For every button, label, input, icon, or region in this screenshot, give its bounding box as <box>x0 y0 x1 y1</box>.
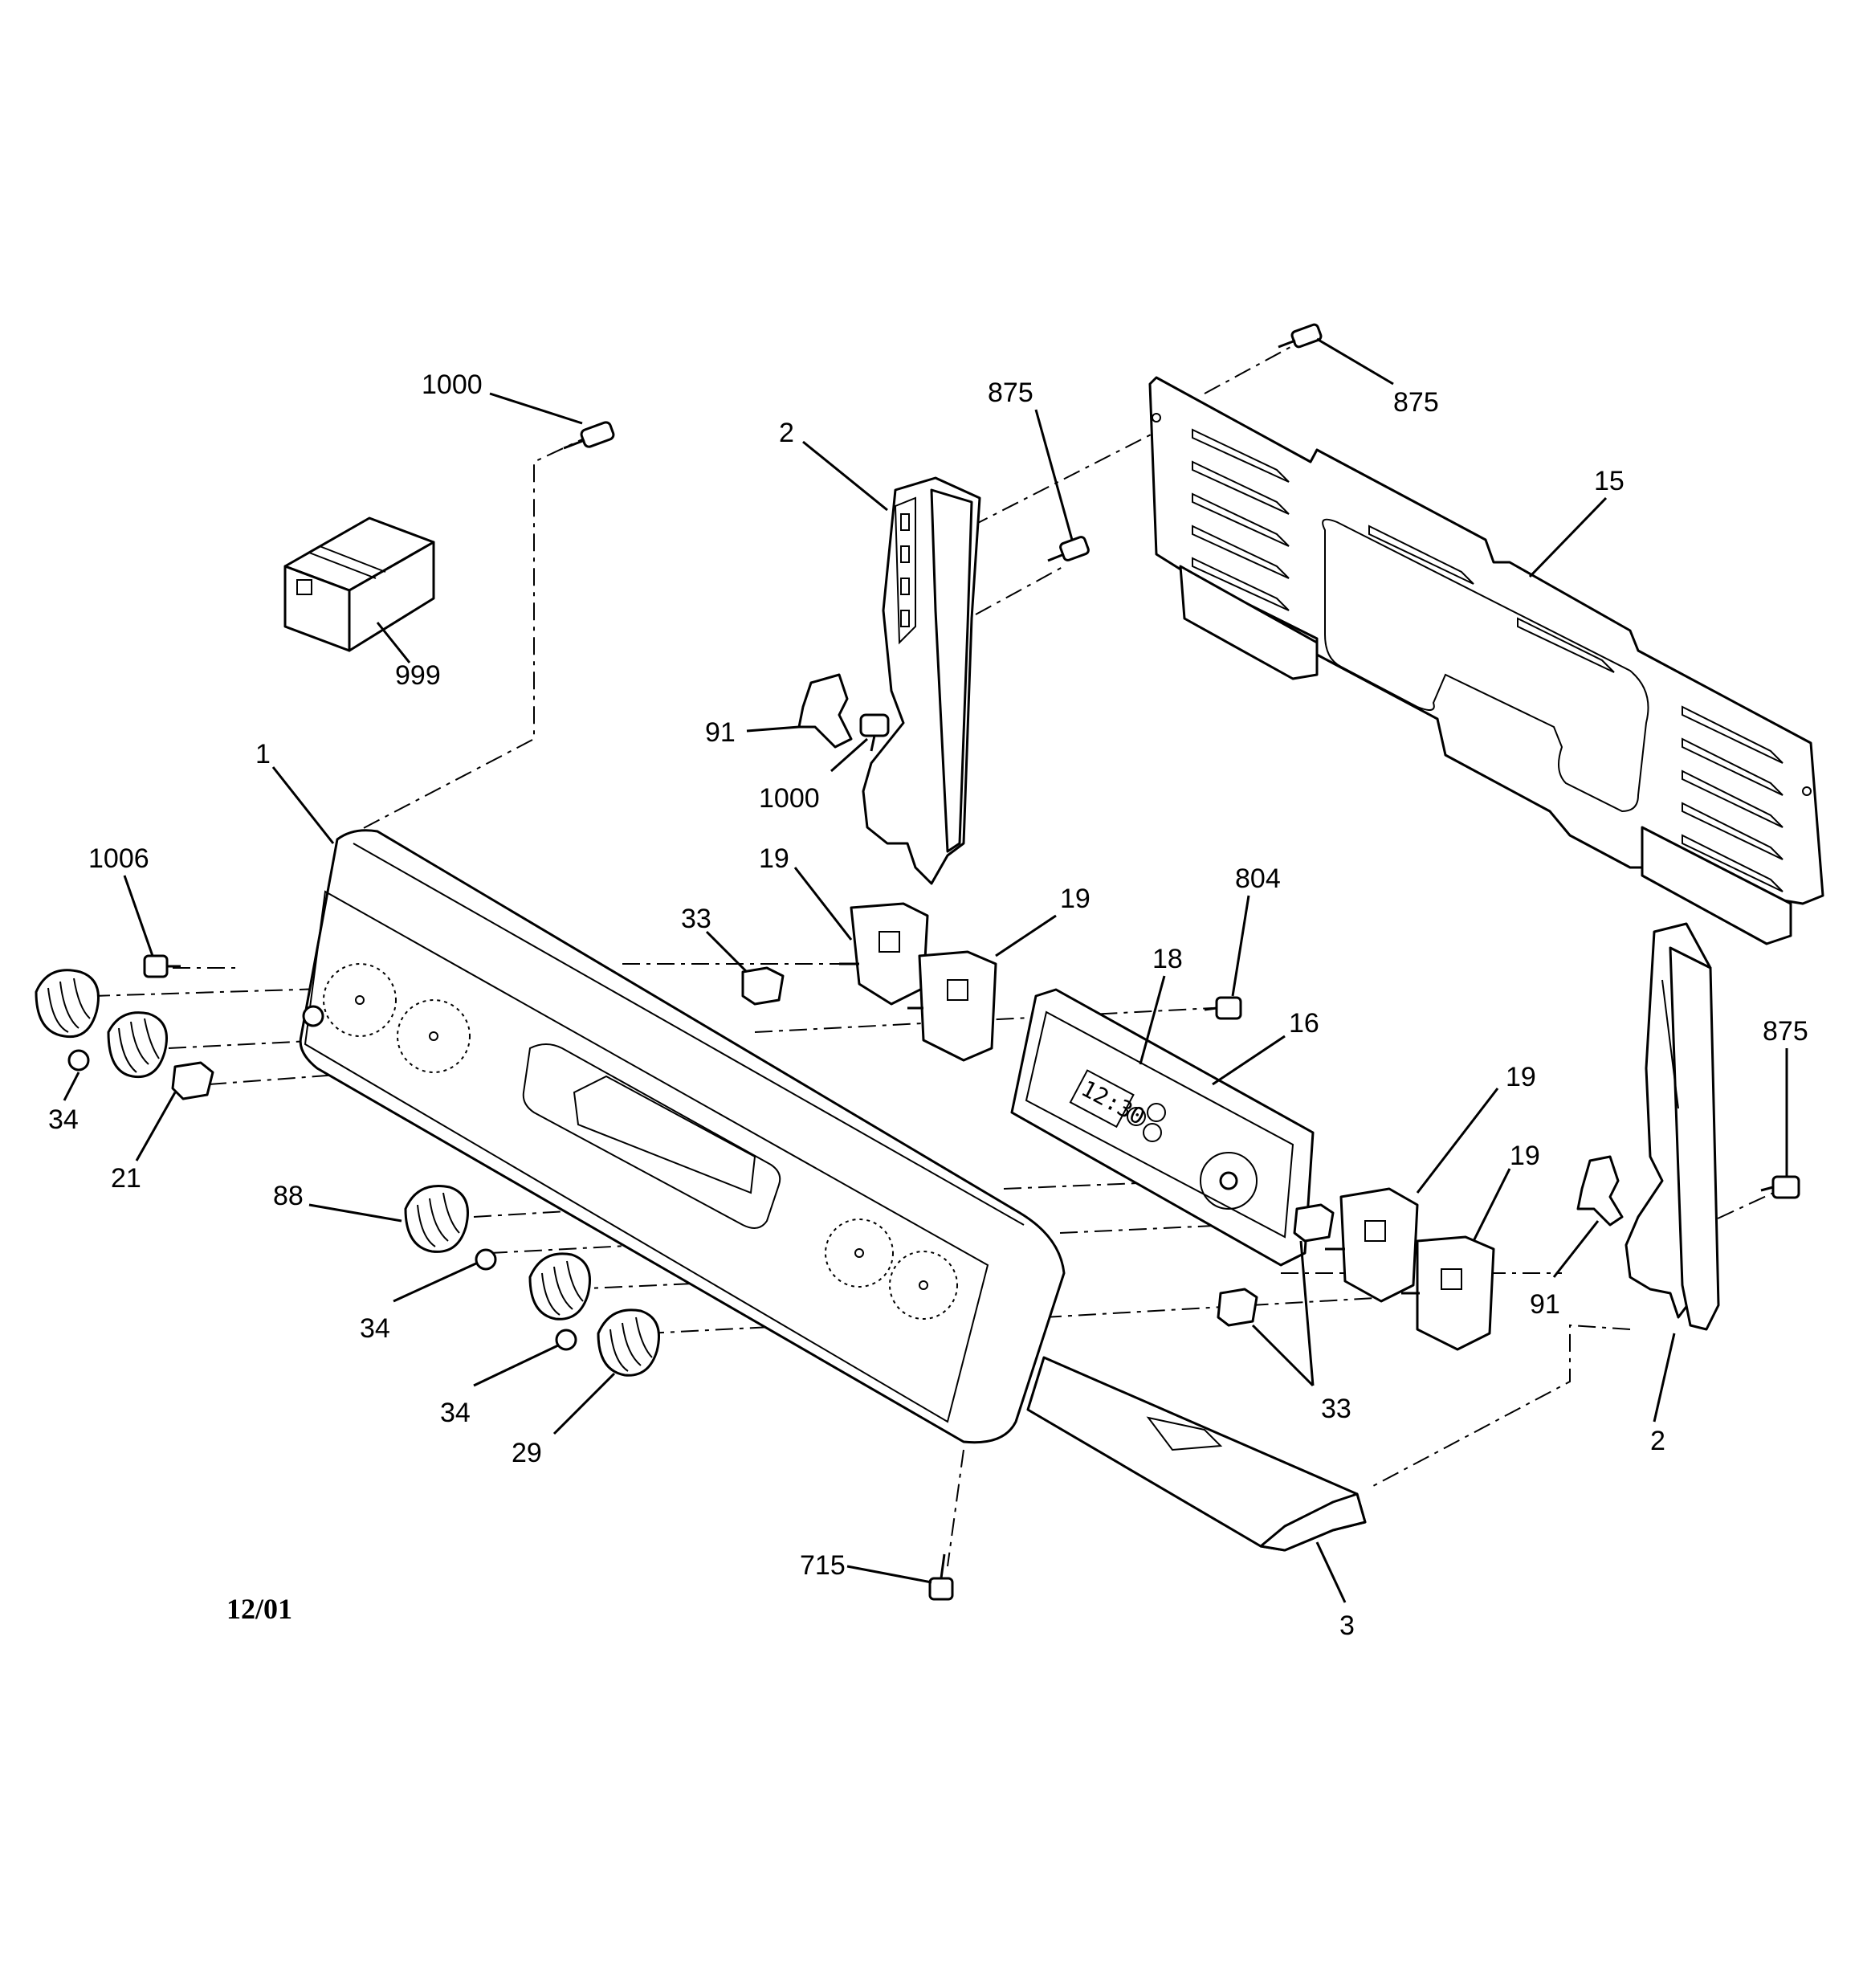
side-bracket-2-lower <box>1625 922 1720 1331</box>
callout-19: 19 <box>1060 884 1090 914</box>
clip-91-upper <box>797 673 853 749</box>
clip-33-b <box>1293 1203 1335 1243</box>
clip-91-lower <box>1576 1155 1624 1227</box>
screw-804 <box>1204 996 1242 1020</box>
callout-3: 3 <box>1339 1610 1355 1641</box>
callout-33: 33 <box>1321 1394 1351 1424</box>
callout-21: 21 <box>111 1163 141 1194</box>
callout-34: 34 <box>360 1313 390 1344</box>
clip-33-c <box>1217 1288 1258 1327</box>
switch-19-b <box>907 950 997 1062</box>
screw-875-mid <box>1047 536 1090 562</box>
callout-91: 91 <box>1530 1289 1560 1320</box>
callout-15: 15 <box>1594 466 1625 496</box>
leader-lines <box>63 337 1788 1603</box>
callout-875: 875 <box>988 378 1033 408</box>
callout-16: 16 <box>1289 1008 1319 1039</box>
callout-19: 19 <box>1510 1141 1540 1171</box>
callout-91: 91 <box>705 717 736 748</box>
screw-1000-mid <box>859 713 890 752</box>
callout-999: 999 <box>395 660 441 691</box>
rear-panel-vents <box>1192 428 1784 892</box>
callout-labels: 1000 999 1 1006 34 21 88 34 34 29 715 3 … <box>48 369 1808 1641</box>
carton-999 <box>283 516 435 652</box>
callout-1000: 1000 <box>759 783 820 814</box>
switch-19-d <box>1401 1235 1495 1351</box>
knob-center-lower <box>528 1252 591 1321</box>
callout-2: 2 <box>779 418 794 448</box>
callout-804: 804 <box>1235 863 1281 894</box>
callout-34: 34 <box>48 1104 79 1135</box>
callout-19: 19 <box>1506 1062 1536 1092</box>
callout-1: 1 <box>255 739 271 769</box>
callout-88: 88 <box>273 1181 304 1211</box>
rear-panel-15 <box>1148 376 1824 945</box>
dial-markings <box>323 963 958 1320</box>
nut-34-a <box>67 1049 90 1072</box>
screw-875-upper <box>1278 323 1323 349</box>
display-board-16: 12:30 <box>1010 988 1315 1267</box>
callout-1006: 1006 <box>88 843 149 874</box>
callout-875: 875 <box>1393 387 1439 418</box>
screw-715 <box>928 1553 954 1601</box>
control-panel-1 <box>299 829 1066 1444</box>
nut-34-c <box>555 1329 577 1351</box>
switch-19-a <box>839 902 929 1006</box>
switch-19-c <box>1325 1187 1419 1303</box>
nut-34-b <box>475 1248 497 1271</box>
callout-875: 875 <box>1763 1016 1808 1047</box>
callout-2: 2 <box>1650 1426 1665 1456</box>
callout-34: 34 <box>440 1398 471 1428</box>
switch-21 <box>171 1061 214 1100</box>
knob-left-upper <box>35 969 100 1039</box>
screw-875-right <box>1760 1175 1800 1199</box>
screw-1006 <box>143 954 181 978</box>
callout-29: 29 <box>512 1438 542 1468</box>
date-code: 12/01 <box>226 1593 292 1625</box>
bottom-trim-3 <box>1026 1356 1367 1552</box>
knob-88 <box>404 1185 469 1253</box>
callout-33: 33 <box>681 904 711 934</box>
callout-19: 19 <box>759 843 789 874</box>
knob-29 <box>597 1308 660 1377</box>
clip-33-a <box>741 966 785 1006</box>
callout-18: 18 <box>1152 944 1183 974</box>
callout-715: 715 <box>800 1550 846 1581</box>
callout-1000: 1000 <box>422 369 483 400</box>
screw-1000-top <box>563 421 615 450</box>
side-bracket-2-upper <box>862 476 981 885</box>
knob-left-lower <box>107 1011 168 1079</box>
